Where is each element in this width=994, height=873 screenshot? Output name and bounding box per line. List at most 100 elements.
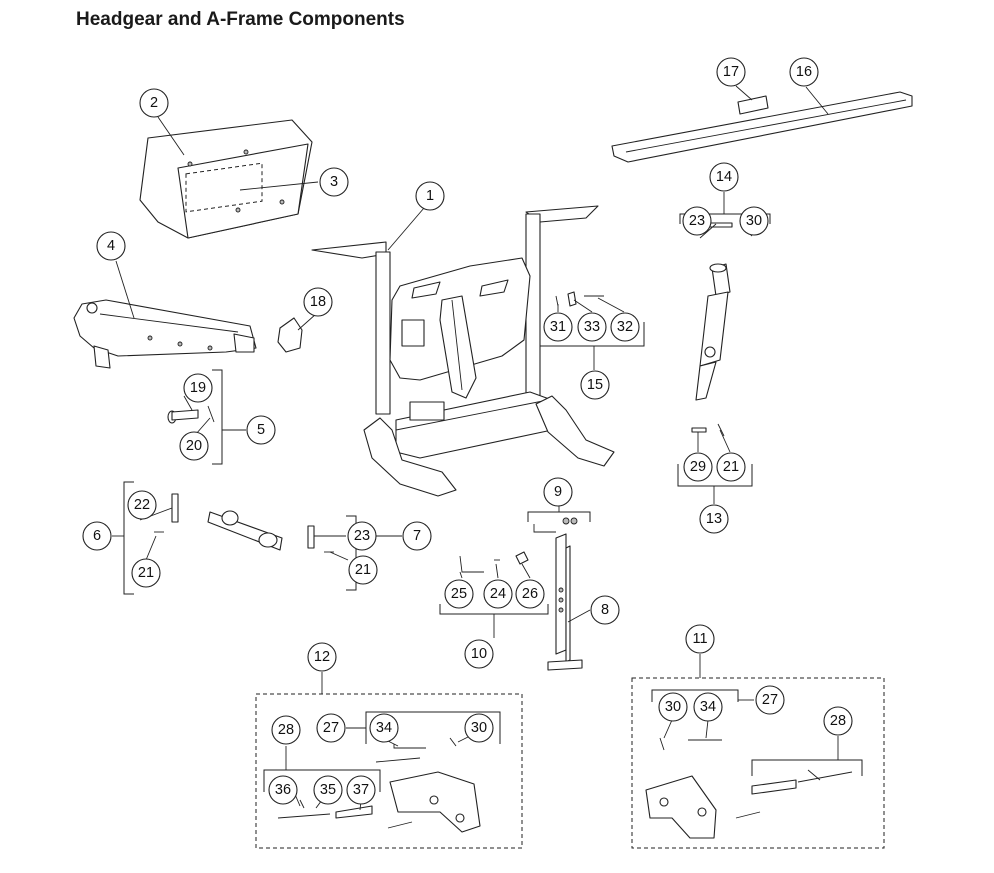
group-box-11 bbox=[631, 654, 885, 849]
callout-16: 16 bbox=[789, 57, 819, 87]
svg-text:20: 20 bbox=[186, 438, 202, 454]
svg-text:33: 33 bbox=[584, 319, 600, 335]
callout-27a: 27 bbox=[316, 713, 346, 743]
callout-3: 3 bbox=[319, 167, 349, 197]
jack-stand-part bbox=[533, 517, 583, 671]
svg-text:5: 5 bbox=[257, 422, 265, 438]
svg-text:8: 8 bbox=[601, 602, 609, 618]
callout-12: 12 bbox=[307, 642, 337, 672]
svg-text:9: 9 bbox=[554, 484, 562, 500]
svg-text:30: 30 bbox=[665, 699, 681, 715]
bracket-6 bbox=[112, 481, 134, 595]
bracket-9 bbox=[527, 506, 591, 522]
svg-text:11: 11 bbox=[692, 631, 707, 647]
svg-text:26: 26 bbox=[522, 586, 538, 602]
svg-text:29: 29 bbox=[690, 459, 706, 475]
callout-14: 14 bbox=[709, 162, 739, 192]
pins-6-part bbox=[154, 493, 179, 533]
svg-text:17: 17 bbox=[723, 64, 739, 80]
group-box-12 bbox=[255, 672, 523, 849]
svg-text:16: 16 bbox=[796, 64, 812, 80]
a-frame-plate-part bbox=[73, 299, 257, 369]
callout-28a: 28 bbox=[271, 715, 301, 745]
svg-text:37: 37 bbox=[353, 782, 369, 798]
handle-10-part bbox=[459, 551, 529, 573]
callout-15: 15 bbox=[580, 370, 610, 400]
callout-21a: 21 bbox=[131, 558, 161, 588]
top-rail-part bbox=[611, 91, 913, 163]
callout-11: 11 bbox=[685, 624, 715, 654]
hardware-31-33-32-part bbox=[555, 291, 604, 307]
svg-text:36: 36 bbox=[275, 782, 291, 798]
callout-30c: 30 bbox=[658, 692, 688, 722]
svg-text:25: 25 bbox=[451, 586, 467, 602]
svg-text:32: 32 bbox=[617, 319, 633, 335]
callout-1: 1 bbox=[415, 181, 445, 211]
callout-25: 25 bbox=[444, 579, 474, 609]
callout-30b: 30 bbox=[464, 713, 494, 743]
callout-29: 29 bbox=[683, 452, 713, 482]
callout-34b: 34 bbox=[693, 692, 723, 722]
pin-19-20-part bbox=[167, 405, 215, 424]
svg-text:18: 18 bbox=[310, 294, 326, 310]
svg-text:28: 28 bbox=[830, 713, 846, 729]
pin-29-21-part bbox=[691, 423, 725, 437]
svg-text:31: 31 bbox=[550, 319, 566, 335]
bracket-5 bbox=[212, 369, 246, 465]
callout-26: 26 bbox=[515, 579, 545, 609]
callout-9: 9 bbox=[543, 477, 573, 507]
callout-19: 19 bbox=[183, 373, 213, 403]
svg-text:19: 19 bbox=[190, 380, 206, 396]
svg-text:3: 3 bbox=[330, 174, 338, 190]
bracket-14 bbox=[679, 192, 771, 224]
callout-23b: 23 bbox=[682, 206, 712, 236]
callout-28b: 28 bbox=[823, 706, 853, 736]
svg-text:2: 2 bbox=[150, 95, 158, 111]
callout-32: 32 bbox=[610, 312, 640, 342]
svg-text:23: 23 bbox=[354, 528, 370, 544]
callout-10: 10 bbox=[464, 639, 494, 669]
callout-34a: 34 bbox=[369, 713, 399, 743]
svg-text:13: 13 bbox=[706, 511, 722, 527]
svg-text:30: 30 bbox=[746, 213, 762, 229]
svg-text:35: 35 bbox=[320, 782, 336, 798]
cover-part bbox=[139, 119, 313, 239]
svg-text:30: 30 bbox=[471, 720, 487, 736]
callout-21b: 21 bbox=[348, 555, 378, 585]
callout-4: 4 bbox=[96, 231, 126, 261]
svg-text:21: 21 bbox=[138, 565, 154, 581]
callout-37: 37 bbox=[346, 775, 376, 805]
callout-21c: 21 bbox=[716, 452, 746, 482]
latch-12-part bbox=[277, 737, 481, 833]
svg-text:24: 24 bbox=[490, 586, 506, 602]
pin-7-part bbox=[307, 525, 334, 553]
callout-2: 2 bbox=[139, 88, 169, 118]
svg-text:14: 14 bbox=[716, 169, 732, 185]
svg-text:1: 1 bbox=[426, 188, 434, 204]
callout-27b: 27 bbox=[755, 685, 785, 715]
callout-24: 24 bbox=[483, 579, 513, 609]
shaft-part bbox=[207, 510, 283, 551]
bracket-13 bbox=[677, 464, 753, 504]
callout-20: 20 bbox=[179, 431, 209, 461]
callout-18: 18 bbox=[303, 287, 333, 317]
callout-35: 35 bbox=[313, 775, 343, 805]
svg-text:34: 34 bbox=[700, 699, 716, 715]
callout-17: 17 bbox=[716, 57, 746, 87]
callout-5: 5 bbox=[246, 415, 276, 445]
callout-36: 36 bbox=[268, 775, 298, 805]
latch-11-part bbox=[645, 737, 853, 839]
svg-text:23: 23 bbox=[689, 213, 705, 229]
svg-text:22: 22 bbox=[134, 497, 150, 513]
svg-text:15: 15 bbox=[587, 377, 603, 393]
svg-text:21: 21 bbox=[723, 459, 739, 475]
svg-text:6: 6 bbox=[93, 528, 101, 544]
callout-33: 33 bbox=[577, 312, 607, 342]
page-title: Headgear and A-Frame Components bbox=[76, 9, 405, 30]
callout-30a: 30 bbox=[739, 206, 769, 236]
callout-23a: 23 bbox=[347, 521, 377, 551]
svg-text:34: 34 bbox=[376, 720, 392, 736]
svg-text:27: 27 bbox=[323, 720, 339, 736]
svg-text:4: 4 bbox=[107, 238, 115, 254]
